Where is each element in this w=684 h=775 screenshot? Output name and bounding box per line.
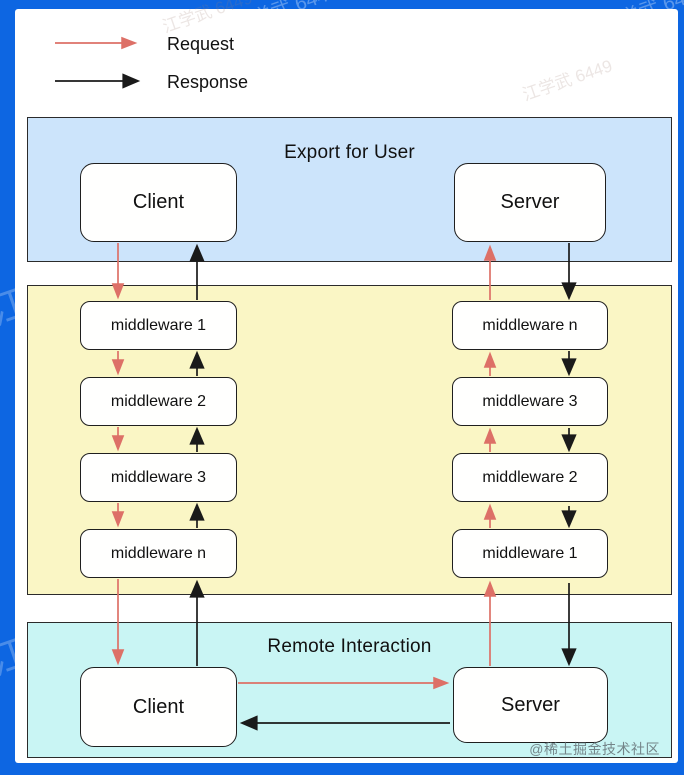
- community-watermark: @稀土掘金技术社区: [529, 741, 660, 757]
- node-label: middleware 1: [482, 544, 578, 562]
- node-client-bottom: Client: [80, 667, 237, 747]
- node-server-top: Server: [454, 163, 606, 242]
- node-label: Server: [500, 191, 560, 213]
- node-middleware-left-2: middleware 2: [80, 377, 237, 426]
- node-middleware-right-1: middleware 1: [452, 529, 608, 578]
- node-label: Client: [132, 695, 185, 718]
- node-label: middleware 3: [110, 468, 207, 486]
- legend-response-label: Response: [167, 72, 249, 92]
- node-middleware-right-2: middleware 2: [452, 453, 608, 502]
- remote-interaction-title: Remote Interaction: [267, 636, 432, 657]
- node-label: middleware n: [482, 316, 578, 334]
- node-label: middleware n: [110, 544, 207, 562]
- node-label: middleware 2: [482, 468, 578, 486]
- node-label: middleware 3: [482, 392, 578, 410]
- node-server-bottom: Server: [453, 667, 608, 743]
- node-middleware-left-3: middleware 3: [80, 453, 237, 502]
- node-label: middleware 2: [110, 392, 207, 410]
- export-for-user-title: Export for User: [284, 142, 415, 163]
- node-label: middleware 1: [110, 316, 207, 334]
- node-middleware-right-3: middleware 3: [452, 377, 608, 426]
- node-middleware-left-n: middleware n: [80, 529, 237, 578]
- node-middleware-left-1: middleware 1: [80, 301, 237, 350]
- node-label: Client: [132, 191, 185, 213]
- node-middleware-right-n: middleware n: [452, 301, 608, 350]
- node-label: Server: [501, 693, 560, 716]
- legend-request-label: Request: [167, 34, 235, 54]
- node-client-top: Client: [80, 163, 237, 242]
